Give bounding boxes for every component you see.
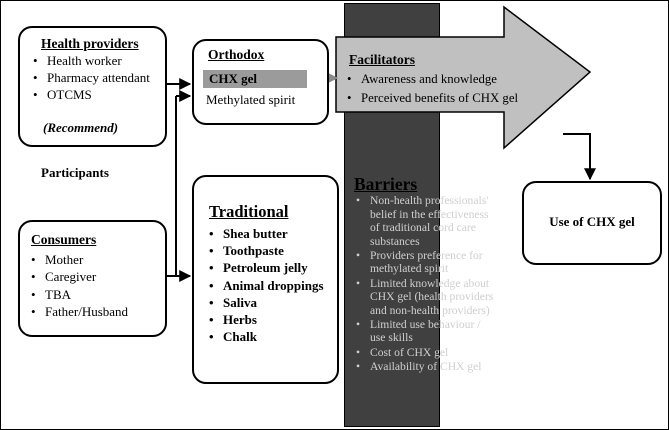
list-item: Toothpaste [209, 242, 329, 259]
list-item: Health worker [33, 53, 163, 70]
traditional-list: Shea butter Toothpaste Petroleum jelly A… [209, 225, 329, 346]
list-item: Petroleum jelly [209, 259, 329, 276]
list-item: Limited use behaviour / use skills [356, 318, 496, 345]
consumers-title: Consumers [31, 232, 97, 247]
list-item: Cost of CHX gel [356, 346, 496, 360]
traditional-box: Traditional Shea butter Toothpaste Petro… [192, 175, 339, 384]
facilitators-title: Facilitators [349, 52, 415, 67]
traditional-title: Traditional [209, 202, 289, 221]
list-item: Herbs [209, 311, 329, 328]
facilitators-list: Awareness and knowledge Perceived benefi… [347, 70, 547, 108]
orthodox-box: Orthodox CHX gel Methylated spirit [192, 39, 329, 125]
list-item: Caregiver [31, 268, 128, 286]
list-item: Awareness and knowledge [347, 70, 547, 89]
list-item: Availability of CHX gel [356, 360, 496, 374]
list-item: Chalk [209, 328, 329, 345]
connector-arrow-to-outcome [563, 133, 596, 181]
list-item: OTCMS [33, 87, 163, 104]
consumers-box: Consumers Mother Caregiver TBA Father/Hu… [18, 220, 167, 337]
consumers-list: Mother Caregiver TBA Father/Husband [31, 251, 128, 320]
list-item: Shea butter [209, 225, 329, 242]
list-item: Providers preference for methylated spir… [356, 249, 496, 276]
list-item: Limited knowledge about CHX gel (health … [356, 277, 496, 318]
list-item: Saliva [209, 294, 329, 311]
list-item: Pharmacy attendant [33, 70, 163, 87]
use-of-chx-gel-label: Use of CHX gel [549, 214, 635, 229]
list-item: Perceived benefits of CHX gel [347, 89, 547, 108]
health-providers-title: Health providers [41, 36, 139, 51]
barriers-list: Non-health professionals' belief in the … [356, 194, 496, 374]
chx-gel-label: CHX gel [209, 71, 258, 86]
health-providers-box: Health providers Health worker Pharmacy … [18, 26, 167, 147]
list-item: Father/Husband [31, 303, 128, 321]
recommend-note: (Recommend) [43, 120, 119, 135]
list-item: TBA [31, 286, 128, 304]
list-item: Animal droppings [209, 277, 329, 294]
barriers-title: Barriers [354, 174, 418, 194]
orthodox-title: Orthodox [208, 47, 265, 62]
participants-label: Participants [41, 165, 109, 180]
list-item: Non-health professionals' belief in the … [356, 194, 496, 248]
chx-gel-highlight [203, 70, 307, 88]
list-item: Mother [31, 251, 128, 269]
outcome-box: Use of CHX gel [522, 181, 662, 265]
methylated-spirit-label: Methylated spirit [206, 92, 296, 107]
health-providers-list: Health worker Pharmacy attendant OTCMS [33, 53, 163, 103]
